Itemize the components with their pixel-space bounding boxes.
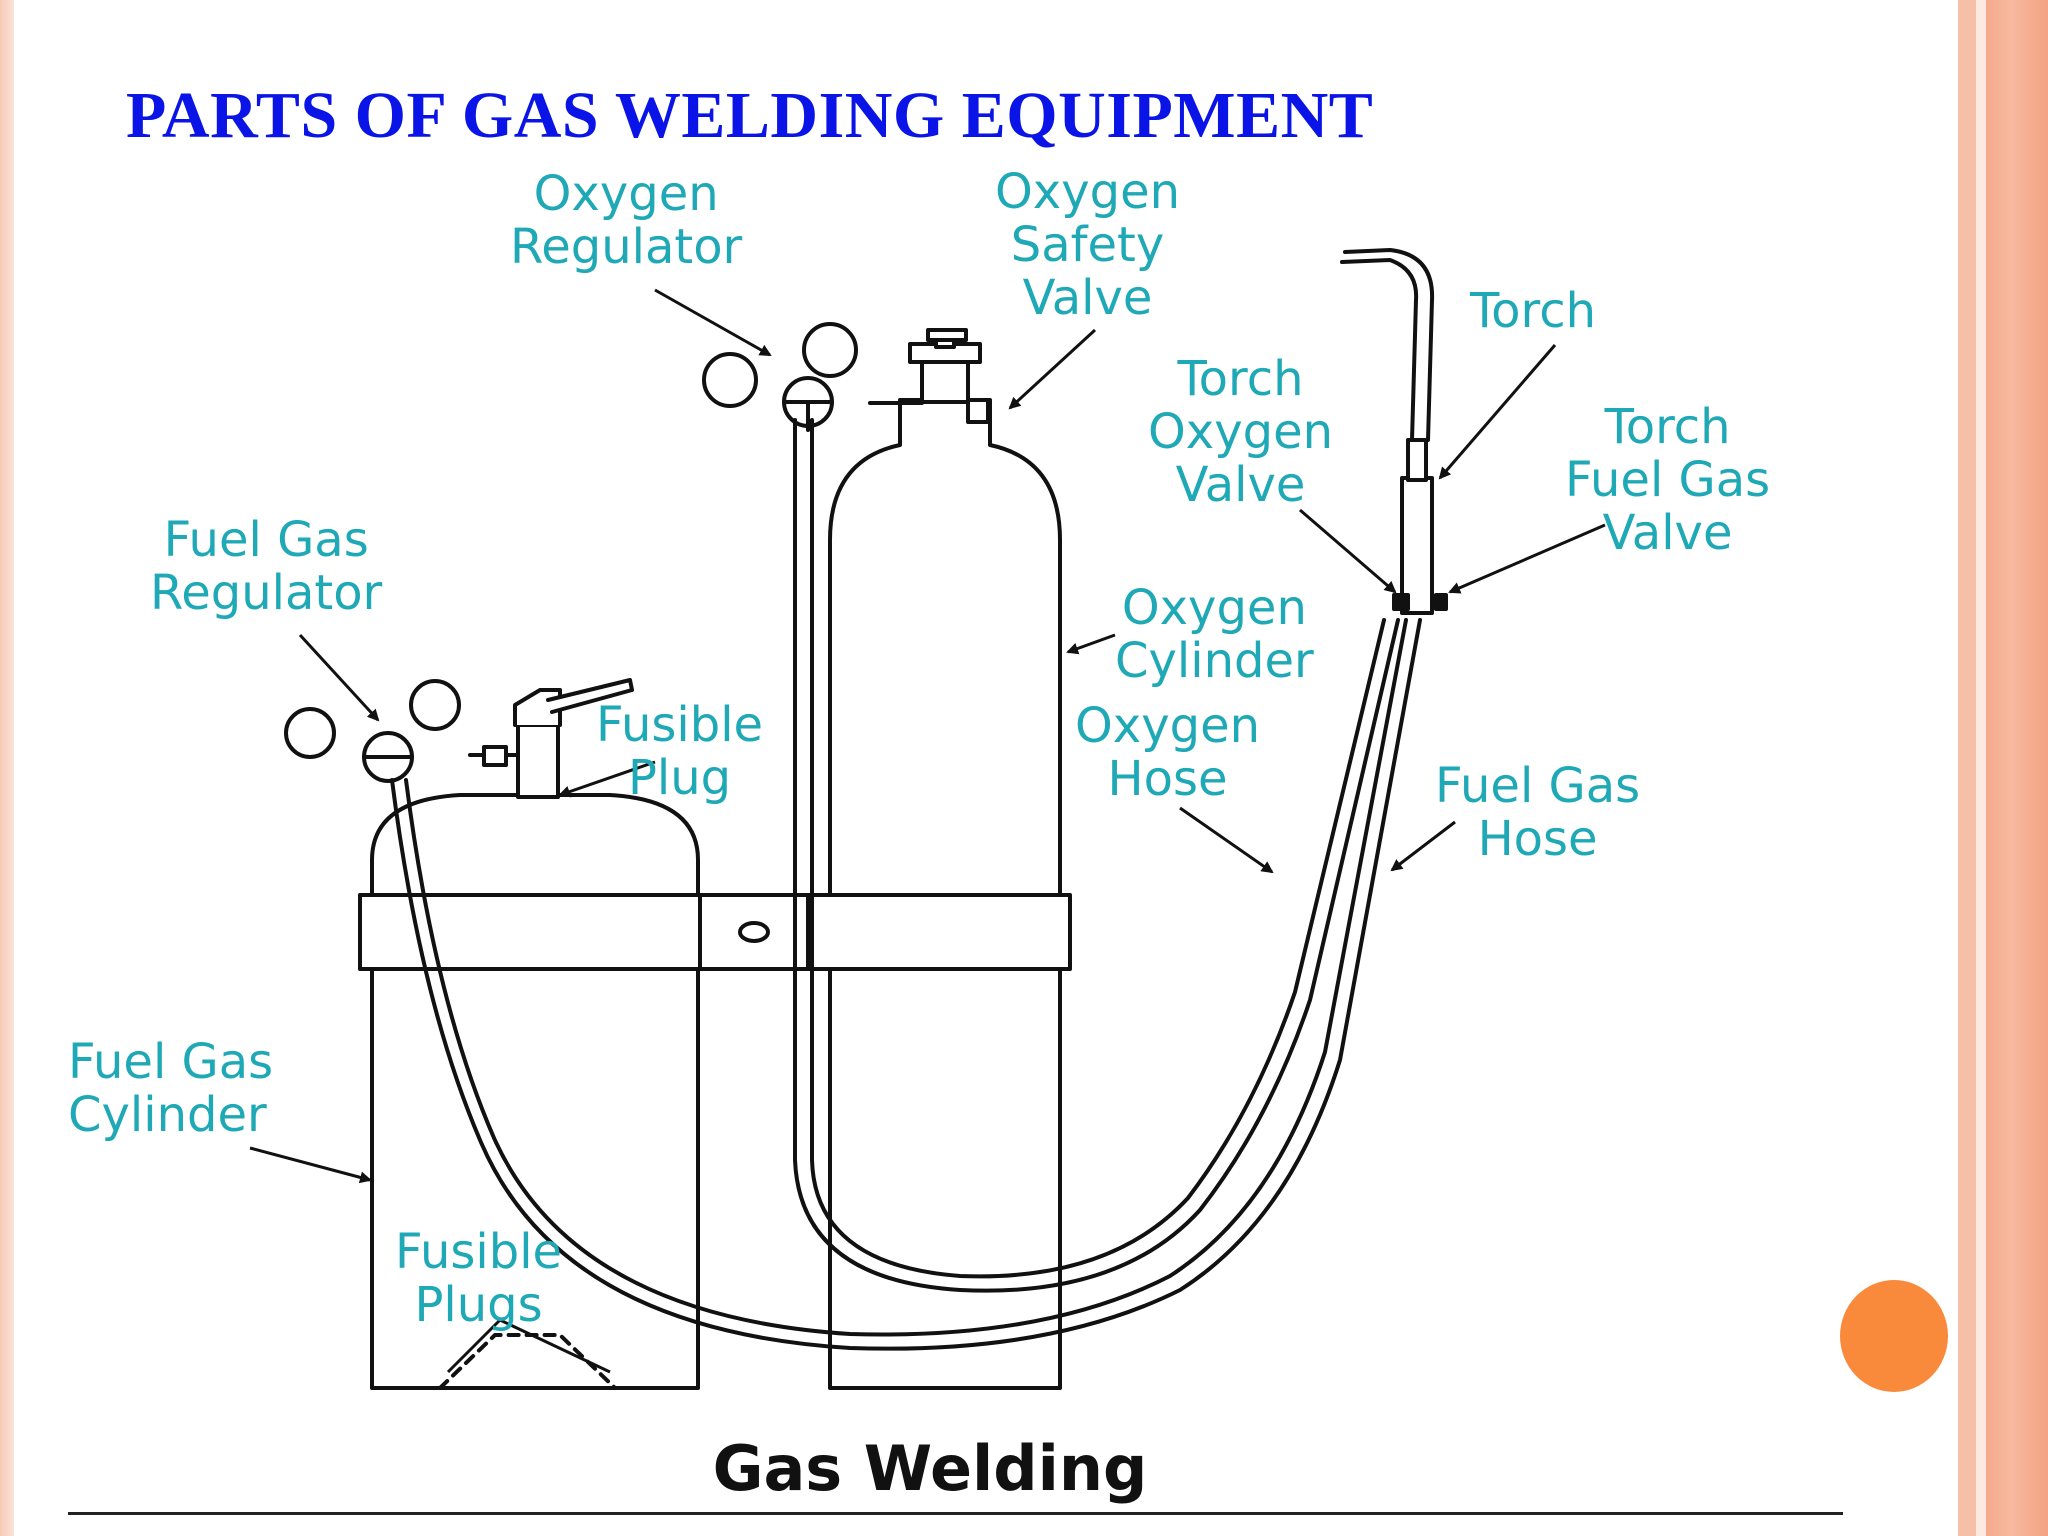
slide-title: PARTS OF GAS WELDING EQUIPMENT — [126, 79, 1374, 152]
arrow-oxygen-hose — [1179, 806, 1274, 874]
label-torch: Torch — [1470, 283, 1597, 339]
arrow-fuel-gas-cylinder — [249, 1146, 372, 1184]
arrow-fusible-plugs-left — [446, 1318, 502, 1374]
slide-frame-left — [0, 0, 14, 1536]
arrow-torch — [1438, 344, 1557, 480]
slide-frame-right-gap — [1976, 0, 1986, 1536]
label-oxygen-safety-valve: Oxygen Safety Valve — [995, 164, 1181, 326]
slide-frame-right-outer — [1986, 0, 2048, 1536]
decorative-orange-dot — [1840, 1280, 1948, 1392]
arrow-oxygen-safety-valve — [1008, 328, 1097, 410]
label-fusible-plugs: Fusible Plugs — [395, 1224, 563, 1333]
label-torch-oxygen-valve: Torch Oxygen Valve — [1148, 351, 1334, 513]
label-fuel-gas-hose: Fuel Gas Hose — [1435, 758, 1641, 867]
arrow-fuel-gas-hose — [1390, 820, 1456, 872]
label-torch-fuel-gas-valve: Torch Fuel Gas Valve — [1565, 399, 1771, 561]
arrow-torch-oxygen-valve — [1299, 508, 1397, 594]
label-fuel-gas-regulator: Fuel Gas Regulator — [150, 512, 383, 621]
label-oxygen-hose: Oxygen Hose — [1075, 698, 1261, 807]
diagram-caption: Gas Welding — [712, 1432, 1148, 1505]
label-fuel-gas-cylinder: Fuel Gas Cylinder — [68, 1034, 274, 1143]
oxygen-regulator — [702, 322, 990, 432]
fuel-gas-regulator — [284, 678, 634, 799]
oxygen-cylinder — [698, 398, 1072, 1390]
arrow-oxygen-regulator — [654, 288, 772, 357]
arrow-oxygen-cylinder — [1066, 633, 1116, 655]
label-oxygen-cylinder: Oxygen Cylinder — [1115, 580, 1314, 689]
fuel-gas-hose — [390, 618, 1422, 1351]
torch — [1340, 248, 1448, 615]
arrow-fusible-plugs-right — [499, 1318, 611, 1374]
label-oxygen-regulator: Oxygen Regulator — [510, 166, 743, 275]
label-fusible-plug: Fusible Plug — [596, 697, 764, 806]
footer-divider — [68, 1512, 1843, 1515]
arrow-fuel-gas-regulator — [298, 633, 380, 722]
slide-frame-right-inner — [1958, 0, 1976, 1536]
arrow-fusible-plug — [558, 760, 656, 798]
oxygen-hose — [793, 418, 1400, 1293]
arrow-torch-fuel-gas-valve — [1448, 523, 1606, 594]
